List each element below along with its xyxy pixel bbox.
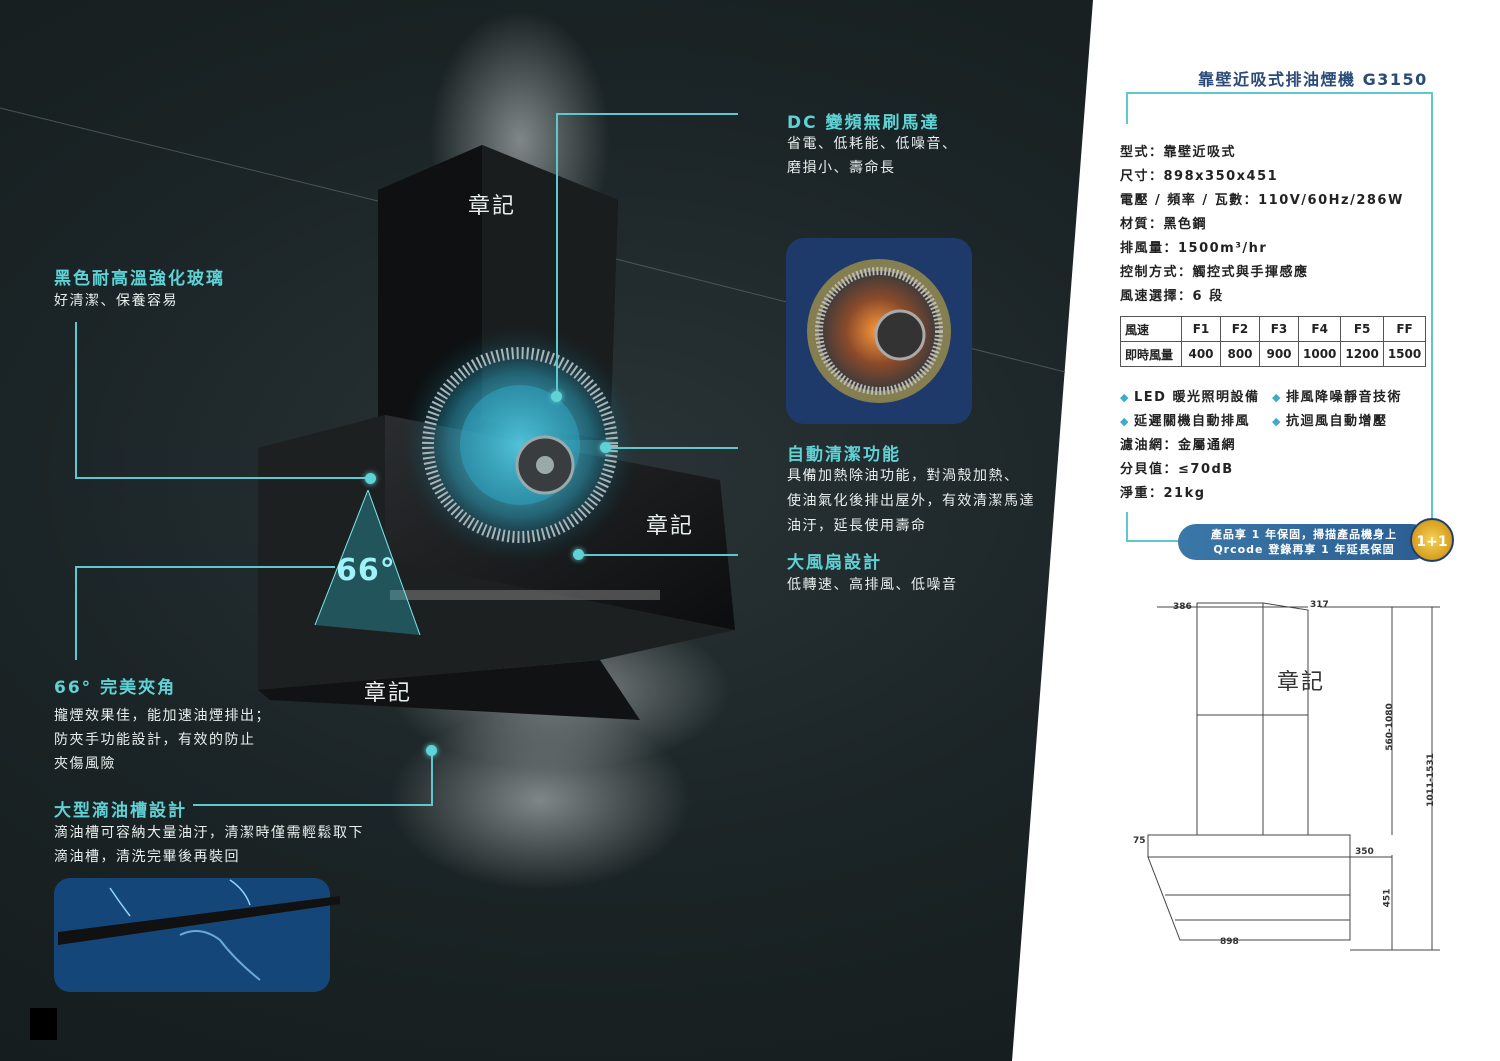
spec-frame-left-bottom xyxy=(1126,512,1128,542)
volume-cell: 900 xyxy=(1259,341,1299,367)
warranty-banner: 產品享 1 年保固，掃描產品機身上 Qrcode 登錄再享 1 年延長保固 xyxy=(1178,524,1430,560)
watermark-stamp: 章記 xyxy=(646,514,695,539)
diamond-icon: ◆ xyxy=(1120,391,1130,404)
fan-dot xyxy=(573,549,584,560)
dim-label: 451 xyxy=(1382,888,1393,908)
angle-desc-1: 攏煙效果佳，能加速油煙排出； xyxy=(54,708,271,724)
speed-table: 風速 F1 F2 F3 F4 F5 FF 即時風量 400 800 900 10… xyxy=(1120,316,1427,367)
spec-power: 電壓 / 頻率 / 瓦數：110V/60Hz/286W xyxy=(1120,193,1404,208)
spec-frame-bottom xyxy=(1126,540,1180,542)
volume-cell: 400 xyxy=(1181,341,1221,367)
dim-label: 386 xyxy=(1173,602,1192,612)
oiltray-dot xyxy=(426,745,437,756)
volume-cell: 1200 xyxy=(1340,341,1384,367)
angle-desc-2: 防夾手功能設計，有效的防止 xyxy=(54,732,256,748)
glass-dot xyxy=(365,473,376,484)
dim-label: 898 xyxy=(1220,937,1239,947)
spec-frame-top xyxy=(1126,92,1432,94)
spec-frame-right xyxy=(1431,92,1433,522)
glass-leader-h xyxy=(75,477,371,479)
angle-title: 66° 完美夾角 xyxy=(54,678,177,698)
watermark-stamp: 章記 xyxy=(468,194,517,219)
product-title: 靠壁近吸式排油煙機 G3150 xyxy=(1198,70,1428,89)
feature-label: 抗迴風自動增壓 xyxy=(1285,414,1388,429)
speed-label: 風速 xyxy=(1120,316,1182,342)
clean-desc-3: 油汙，延長使用壽命 xyxy=(787,518,927,534)
oiltray-title: 大型滴油槽設計 xyxy=(54,801,187,821)
clean-desc-1: 具備加熱除油功能，對渦殼加熱、 xyxy=(787,468,1020,484)
glass-leader-v xyxy=(75,322,77,479)
speed-cell: FF xyxy=(1382,316,1427,342)
motor-leader-h xyxy=(556,113,738,115)
warranty-line-2: Qrcode 登錄再享 1 年延長保固 xyxy=(1213,543,1395,556)
spec-type: 型式：靠壁近吸式 xyxy=(1120,145,1237,160)
warranty-badge: 1+1 xyxy=(1410,518,1454,562)
fan-title: 大風扇設計 xyxy=(787,553,882,573)
spec-speed: 風速選擇：6 段 xyxy=(1120,289,1224,304)
diamond-icon: ◆ xyxy=(1272,391,1282,404)
spec-weight: 淨重：21kg xyxy=(1120,486,1206,501)
diamond-icon: ◆ xyxy=(1272,415,1282,428)
oiltray-leader-h xyxy=(193,804,433,806)
dim-label: 75 xyxy=(1133,836,1146,846)
volume-label: 即時風量 xyxy=(1120,341,1182,367)
feature-item: ◆抗迴風自動增壓 xyxy=(1272,410,1387,429)
clean-dot xyxy=(600,442,611,453)
feature-label: 排風降噪靜音技術 xyxy=(1285,390,1402,405)
volume-cell: 1000 xyxy=(1297,341,1342,367)
watermark-stamp: 章記 xyxy=(364,681,413,706)
spec-size: 尺寸：898x350x451 xyxy=(1120,169,1279,184)
fan-leader xyxy=(578,554,738,556)
warranty-line-1: 產品享 1 年保固，掃描產品機身上 xyxy=(1210,528,1398,541)
motor-dot xyxy=(551,391,562,402)
dim-label: 560-1080 xyxy=(1384,703,1395,751)
watermark-stamp: 章記 xyxy=(1277,670,1326,695)
motor-leader-v xyxy=(556,113,558,396)
clean-title: 自動清潔功能 xyxy=(787,445,901,465)
oiltray-desc-2: 滴油槽，清洗完畢後再裝回 xyxy=(54,849,240,865)
angle-leader-v xyxy=(75,567,77,660)
feature-label: 延遲關機自動排風 xyxy=(1133,414,1250,429)
speed-cell: F2 xyxy=(1220,316,1260,342)
volume-cell: 1500 xyxy=(1382,341,1427,367)
speed-cell: F1 xyxy=(1181,316,1221,342)
dim-label: 350 xyxy=(1355,847,1374,857)
speed-cell: F4 xyxy=(1297,316,1342,342)
angle-leader-h xyxy=(75,566,335,568)
feature-item: ◆LED 暖光照明設備 xyxy=(1120,386,1259,405)
angle-desc-3: 夾傷風險 xyxy=(54,756,116,772)
spec-airflow: 排風量：1500m³/hr xyxy=(1120,241,1268,256)
spec-noise: 分貝值：≤70dB xyxy=(1120,462,1234,477)
angle-badge: 66° xyxy=(336,553,396,588)
dimension-drawing xyxy=(1147,602,1440,951)
spec-filter: 濾油網：金屬通網 xyxy=(1120,438,1237,453)
motor-desc-2: 磨損小、壽命長 xyxy=(787,160,896,176)
spec-control: 控制方式：觸控式與手揮感應 xyxy=(1120,265,1309,280)
clean-leader xyxy=(605,447,738,449)
volume-cell: 800 xyxy=(1220,341,1260,367)
feature-item: ◆排風降噪靜音技術 xyxy=(1272,386,1402,405)
motor-desc-1: 省電、低耗能、低噪音、 xyxy=(787,136,958,152)
feature-item: ◆延遲關機自動排風 xyxy=(1120,410,1250,429)
feature-label: LED 暖光照明設備 xyxy=(1133,390,1260,405)
volume-row: 即時風量 400 800 900 1000 1200 1500 xyxy=(1120,341,1427,367)
diamond-icon: ◆ xyxy=(1120,415,1130,428)
glass-title: 黑色耐高溫強化玻璃 xyxy=(54,269,225,289)
speed-cell: F5 xyxy=(1340,316,1384,342)
fan-desc: 低轉速、高排風、低噪音 xyxy=(787,577,958,593)
dim-label: 1011-1531 xyxy=(1425,753,1436,807)
motor-title: DC 變頻無刷馬達 xyxy=(787,113,940,133)
spec-material: 材質：黑色鋼 xyxy=(1120,217,1208,232)
oiltray-leader-v xyxy=(431,752,433,806)
dim-label: 317 xyxy=(1310,600,1329,610)
glass-desc: 好清潔、保養容易 xyxy=(54,293,178,309)
spec-frame-left-top xyxy=(1126,92,1128,124)
oiltray-desc-1: 滴油槽可容納大量油汙，清潔時僅需輕鬆取下 xyxy=(54,825,364,841)
speed-cell: F3 xyxy=(1259,316,1299,342)
speed-row: 風速 F1 F2 F3 F4 F5 FF xyxy=(1120,316,1427,342)
clean-desc-2: 使油氣化後排出屋外，有效清潔馬達 xyxy=(787,493,1035,509)
